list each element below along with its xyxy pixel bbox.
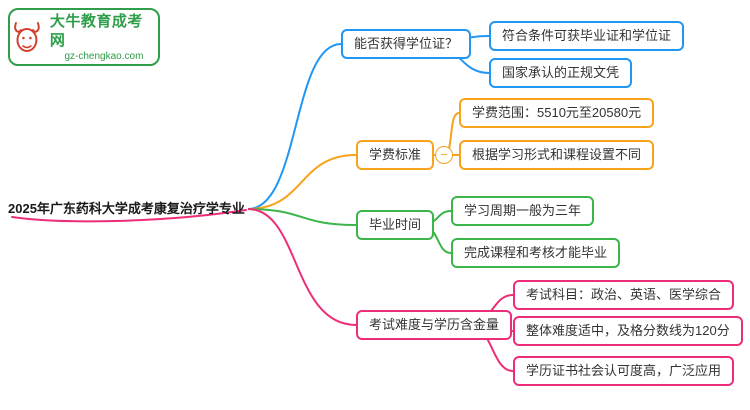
logo-subtitle: gz-chengkao.com bbox=[64, 50, 144, 62]
root-topic[interactable]: 2025年广东药科大学成考康复治疗学专业 bbox=[8, 201, 245, 216]
branch-degree-question[interactable]: 能否获得学位证？ bbox=[341, 29, 472, 59]
leaf-diploma-recognition[interactable]: 学历证书社会认可度高，广泛应用 bbox=[513, 356, 735, 386]
leaf-degree-eligible[interactable]: 符合条件可获毕业证和学位证 bbox=[489, 21, 685, 51]
leaf-tuition-range[interactable]: 学费范围：5510元至20580元 bbox=[459, 98, 655, 128]
leaf-state-recognized[interactable]: 国家承认的正规文凭 bbox=[489, 58, 633, 88]
branch-graduation-time[interactable]: 毕业时间 bbox=[356, 210, 435, 240]
root-underline bbox=[11, 209, 247, 223]
leaf-exam-subjects[interactable]: 考试科目：政治、英语、医学综合 bbox=[513, 280, 735, 310]
connector-root-branch-2 bbox=[247, 208, 357, 226]
leaf-tuition-varies[interactable]: 根据学习形式和课程设置不同 bbox=[459, 140, 655, 170]
logo-title: 大牛教育成考网 bbox=[49, 12, 143, 49]
leaf-complete-courses[interactable]: 完成课程和考核才能毕业 bbox=[451, 238, 621, 268]
branch-exam-difficulty-value[interactable]: 考试难度与学历含金量 bbox=[356, 310, 513, 340]
connector-root-branch-1 bbox=[247, 154, 357, 210]
connector-root-branch-3 bbox=[247, 208, 357, 326]
leaf-difficulty-passline[interactable]: 整体难度适中，及格分数线为120分 bbox=[513, 316, 743, 346]
bull-icon bbox=[14, 22, 40, 52]
leaf-study-period[interactable]: 学习周期一般为三年 bbox=[451, 196, 595, 226]
site-logo[interactable]: 大牛教育成考网 gz-chengkao.com bbox=[8, 8, 160, 66]
branch-tuition-standard[interactable]: 学费标准 bbox=[356, 140, 435, 170]
connector-root-branch-0 bbox=[247, 43, 342, 210]
logo-text: 大牛教育成考网 gz-chengkao.com bbox=[50, 12, 158, 63]
collapse-toggle-icon[interactable]: − bbox=[435, 146, 453, 164]
